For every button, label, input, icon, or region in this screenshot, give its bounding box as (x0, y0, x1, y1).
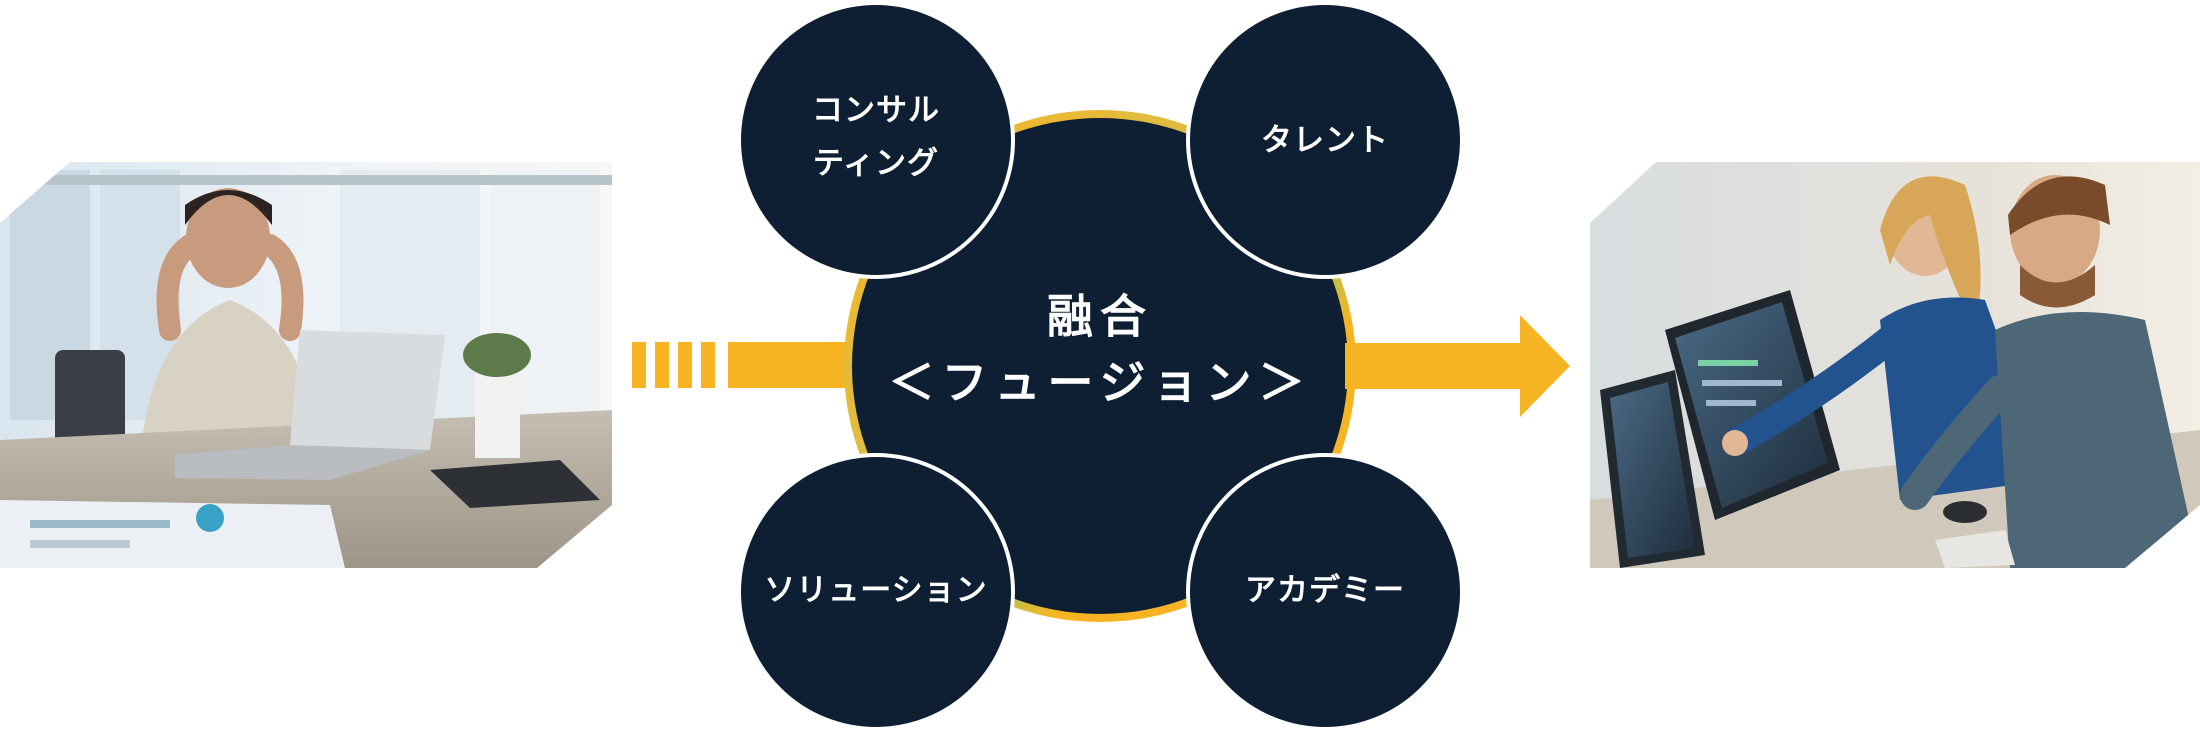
center-title: 融合 (1047, 290, 1153, 344)
academy-label: アカデミー (1245, 573, 1405, 609)
fusion-center-circle (852, 118, 1348, 614)
consulting-circle (737, 1, 1015, 279)
left-dashed-arrow-tail (632, 342, 858, 388)
consulting-label-line1: コンサル (812, 93, 940, 129)
academy-circle (1186, 453, 1464, 730)
solution-circle (737, 453, 1015, 730)
talent-circle (1186, 1, 1464, 279)
solution-label: ソリューション (764, 573, 987, 609)
stressed-woman-at-laptop-photo (0, 162, 612, 568)
center-subtitle: ＜フュージョン＞ (888, 356, 1311, 410)
team-pointing-at-monitors-photo (1590, 162, 2200, 568)
consulting-label-line2: ティング (813, 146, 939, 182)
right-arrow (1345, 315, 1570, 417)
talent-label: タレント (1261, 123, 1389, 159)
